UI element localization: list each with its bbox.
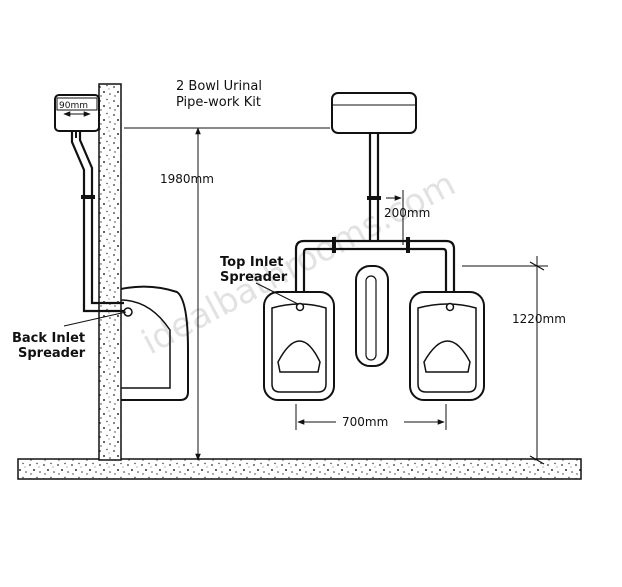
urinal-bowl-right xyxy=(409,291,485,401)
high-level-cistern xyxy=(331,92,417,134)
cistern-depth-label: 90mm xyxy=(59,101,88,111)
cistern-height-label: 1980mm xyxy=(160,172,214,186)
spreader-height-label: 1220mm xyxy=(512,312,566,326)
side-flush-pipe xyxy=(70,131,124,313)
wall-section xyxy=(98,83,122,461)
urinal-bowl-left xyxy=(263,291,335,401)
back-inlet-label-line2: Spreader xyxy=(18,346,86,361)
spreader-pipe xyxy=(294,239,456,303)
floor-slab xyxy=(17,458,582,480)
top-inlet-spreader-left xyxy=(295,302,305,312)
flush-drop-label: 200mm xyxy=(384,206,430,220)
back-inlet-label-line1: Back Inlet xyxy=(12,331,85,346)
cistern-depth-box xyxy=(56,97,98,111)
top-inlet-label-line2: Spreader xyxy=(220,270,288,285)
privacy-divider xyxy=(355,265,389,367)
side-urinal-bowl xyxy=(120,285,189,401)
diagram-title-line2: Pipe-work Kit xyxy=(176,95,261,110)
top-inlet-label-line1: Top Inlet xyxy=(220,255,283,270)
top-inlet-spreader-right xyxy=(445,302,455,312)
diagram-title-line1: 2 Bowl Urinal xyxy=(176,79,262,94)
bowl-spacing-label: 700mm xyxy=(342,415,388,429)
flush-pipe xyxy=(368,133,380,241)
